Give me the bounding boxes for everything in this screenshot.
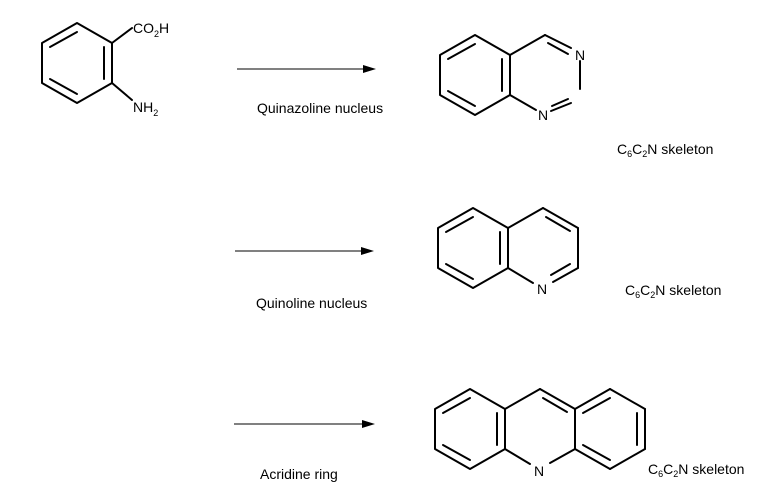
- benzene-ring: [41, 22, 113, 104]
- anthranilic-acid-structure: [41, 22, 133, 104]
- arrow-to-quinoline: [235, 247, 374, 255]
- quinazoline-nitrogen-3: N: [575, 47, 585, 63]
- quinazoline-skeleton-label: C6C2N skeleton: [617, 141, 714, 159]
- reaction-arrows: [234, 65, 376, 428]
- quinoline-nitrogen: N: [537, 281, 547, 297]
- arrow-to-quinazoline: [237, 65, 376, 73]
- ring-double-bond: [49, 78, 78, 95]
- arrow-to-acridine: [234, 420, 375, 428]
- ring-double-bond: [49, 31, 78, 48]
- quinoline-structure: [437, 207, 579, 289]
- amine-bond: [111, 82, 133, 101]
- acridine-skeleton-label: C6C2N skeleton: [648, 461, 745, 479]
- carboxyl-group-label: CO2H: [133, 20, 169, 39]
- quinazoline-structure: [439, 34, 581, 116]
- acridine-structure: [434, 388, 646, 470]
- quinoline-skeleton-label: C6C2N skeleton: [625, 282, 722, 300]
- carboxyl-bond: [111, 27, 133, 44]
- amine-group-label: NH2: [133, 99, 158, 118]
- quinazoline-name-label: Quinazoline nucleus: [257, 100, 384, 116]
- acridine-nitrogen: N: [534, 463, 544, 479]
- acridine-name-label: Acridine ring: [260, 466, 338, 482]
- quinazoline-nitrogen-1: N: [538, 107, 548, 123]
- quinoline-name-label: Quinoline nucleus: [256, 295, 368, 311]
